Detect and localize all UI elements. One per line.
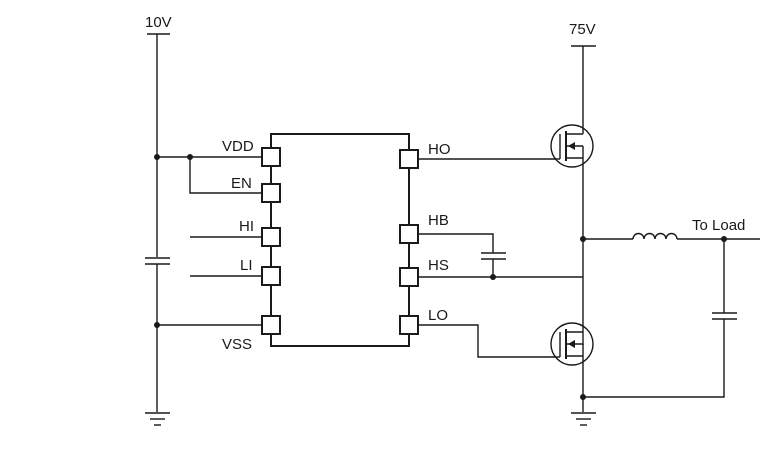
pin-en: [261, 183, 281, 203]
supply-10v: 10V: [145, 14, 172, 35]
ground-symbol-right: [571, 412, 596, 426]
junction-hs-boot: [490, 274, 496, 280]
bootstrap-capacitor: [481, 252, 506, 260]
wire-output-cap-return: [583, 319, 725, 398]
pin-hb: [399, 224, 419, 244]
label-to-load: To Load: [692, 217, 745, 234]
label-ho: HO: [428, 141, 451, 158]
supply-75v: 75V: [569, 21, 596, 47]
pin-vss: [261, 315, 281, 335]
wire-lo: [418, 324, 556, 358]
label-hs: HS: [428, 257, 449, 274]
pin-ho: [399, 149, 419, 169]
label-hb: HB: [428, 212, 449, 229]
label-lo: LO: [428, 307, 448, 324]
wire-en-tie: [189, 157, 262, 194]
label-hi: HI: [239, 218, 254, 235]
label-li: LI: [240, 257, 253, 274]
low-side-mosfet: [550, 322, 594, 366]
high-side-mosfet: [550, 124, 594, 168]
pin-li: [261, 266, 281, 286]
decoupling-capacitor: [145, 257, 170, 265]
pin-hs: [399, 267, 419, 287]
output-inductor: [632, 232, 678, 240]
ground-symbol-left: [145, 412, 170, 426]
label-en: EN: [231, 175, 252, 192]
label-vdd: VDD: [222, 138, 254, 155]
supply-75v-label: 75V: [569, 21, 596, 38]
pin-hi: [261, 227, 281, 247]
output-capacitor: [712, 312, 737, 320]
label-vss: VSS: [222, 336, 252, 353]
pin-lo: [399, 315, 419, 335]
wire-hb: [418, 233, 494, 253]
supply-10v-label: 10V: [145, 14, 172, 31]
driver-ic-body: [270, 133, 410, 347]
pin-vdd: [261, 147, 281, 167]
